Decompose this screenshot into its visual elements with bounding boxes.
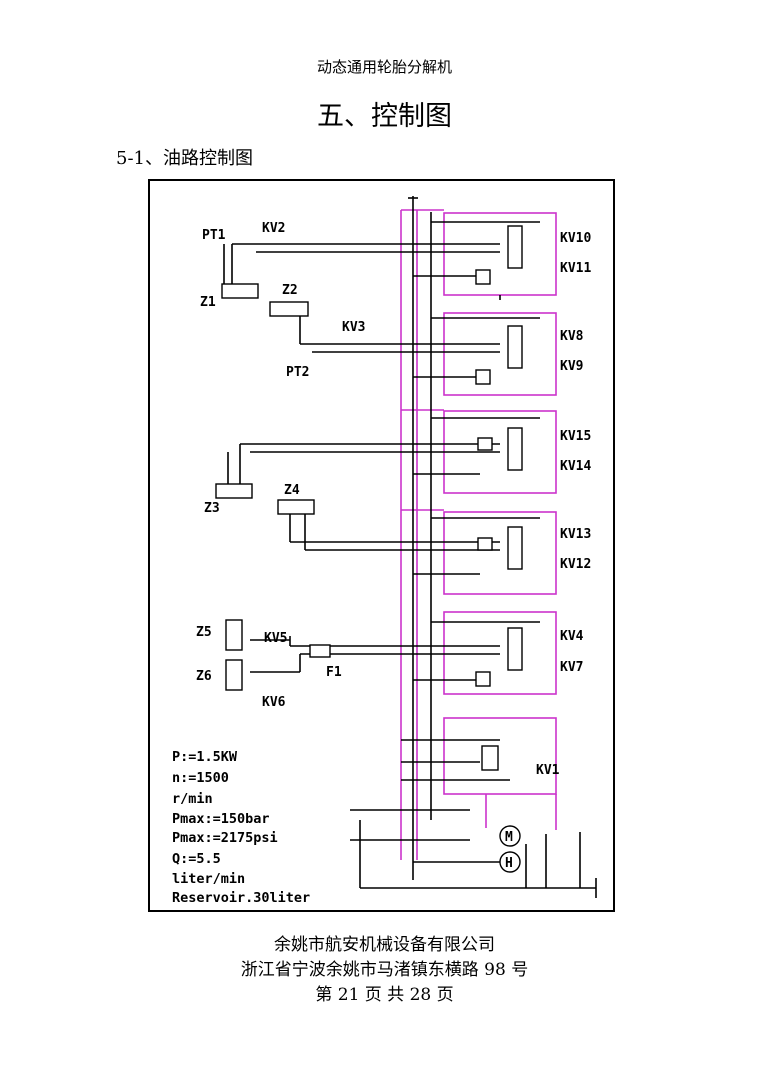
label-z2: Z2 <box>282 283 298 298</box>
kv15-valve-icon <box>507 427 523 471</box>
label-kv11: KV11 <box>560 261 591 276</box>
kv8-valve-icon <box>507 325 523 369</box>
valve-symbols <box>309 225 523 873</box>
z2-cylinder-icon <box>269 301 309 317</box>
label-motor: M <box>505 830 513 845</box>
kv13-valve-icon <box>507 526 523 570</box>
z3-cylinder-icon <box>215 483 253 499</box>
label-z4: Z4 <box>284 483 300 498</box>
label-z3: Z3 <box>204 501 220 516</box>
spec-pmax-psi: Pmax:=2175psi <box>172 830 278 846</box>
motor-icon <box>499 825 521 847</box>
section-title: 五、控制图 <box>317 101 452 132</box>
footer-page-number: 第 21 页 共 28 页 <box>315 985 454 1005</box>
label-kv12: KV12 <box>560 557 591 572</box>
spec-flow-unit: liter/min <box>172 871 245 887</box>
z6-cylinder-icon <box>225 659 243 691</box>
label-kv5: KV5 <box>264 631 287 646</box>
spec-reservoir: Reservoir.30liter <box>172 890 310 906</box>
spec-speed-unit: r/min <box>172 791 213 807</box>
label-kv13: KV13 <box>560 527 591 542</box>
label-kv9: KV9 <box>560 359 583 374</box>
valve-box-kv8-kv9 <box>443 312 557 396</box>
running-title: 动态通用轮胎分解机 <box>316 58 452 76</box>
footer-company: 余姚市航安机械设备有限公司 <box>274 935 495 955</box>
z4-cylinder-icon <box>277 499 315 515</box>
diagram-frame <box>148 179 615 912</box>
label-kv2: KV2 <box>262 221 285 236</box>
footer-address: 浙江省宁波余姚市马渚镇东横路 98 号 <box>240 960 529 980</box>
spec-flow: Q:=5.5 <box>172 851 221 867</box>
z1-cylinder-icon <box>221 283 259 299</box>
label-z6: Z6 <box>196 669 212 684</box>
kv10-valve-icon <box>507 225 523 269</box>
spec-power: P:=1.5KW <box>172 749 238 765</box>
label-z1: Z1 <box>200 295 216 310</box>
label-kv4: KV4 <box>560 629 584 644</box>
label-f1: F1 <box>326 665 342 680</box>
z5-cylinder-icon <box>225 619 243 651</box>
subsection-title: 5-1、油路控制图 <box>116 148 253 169</box>
valve-box-kv10-kv11 <box>443 212 557 296</box>
label-kv3: KV3 <box>342 320 365 335</box>
cylinders <box>215 283 315 691</box>
component-labels: PT1 KV2 Z1 Z2 KV3 PT2 Z3 Z4 Z5 KV5 Z6 KV… <box>196 221 591 871</box>
kv1-valve-icon <box>481 745 499 771</box>
label-kv1: KV1 <box>536 763 560 778</box>
label-kv8: KV8 <box>560 329 584 344</box>
valve-box-kv1 <box>443 717 557 795</box>
label-z5: Z5 <box>196 625 212 640</box>
pump-icon <box>499 851 521 873</box>
label-pt1: PT1 <box>202 228 226 243</box>
spec-speed: n:=1500 <box>172 770 229 786</box>
valve-boxes <box>400 209 557 860</box>
label-kv6: KV6 <box>262 695 286 710</box>
valve-box-kv4-kv7 <box>443 611 557 695</box>
label-pump: H <box>505 856 513 871</box>
kv4-valve-icon <box>507 627 523 671</box>
label-kv10: KV10 <box>560 231 591 246</box>
label-pt2: PT2 <box>286 365 309 380</box>
valve-box-kv13-kv12 <box>443 511 557 595</box>
spec-block: P:=1.5KW n:=1500 r/min Pmax:=150bar Pmax… <box>172 749 310 906</box>
label-kv14: KV14 <box>560 459 591 474</box>
pressure-lines <box>223 196 597 898</box>
label-kv7: KV7 <box>560 660 583 675</box>
label-kv15: KV15 <box>560 429 591 444</box>
spec-pmax-bar: Pmax:=150bar <box>172 811 270 827</box>
